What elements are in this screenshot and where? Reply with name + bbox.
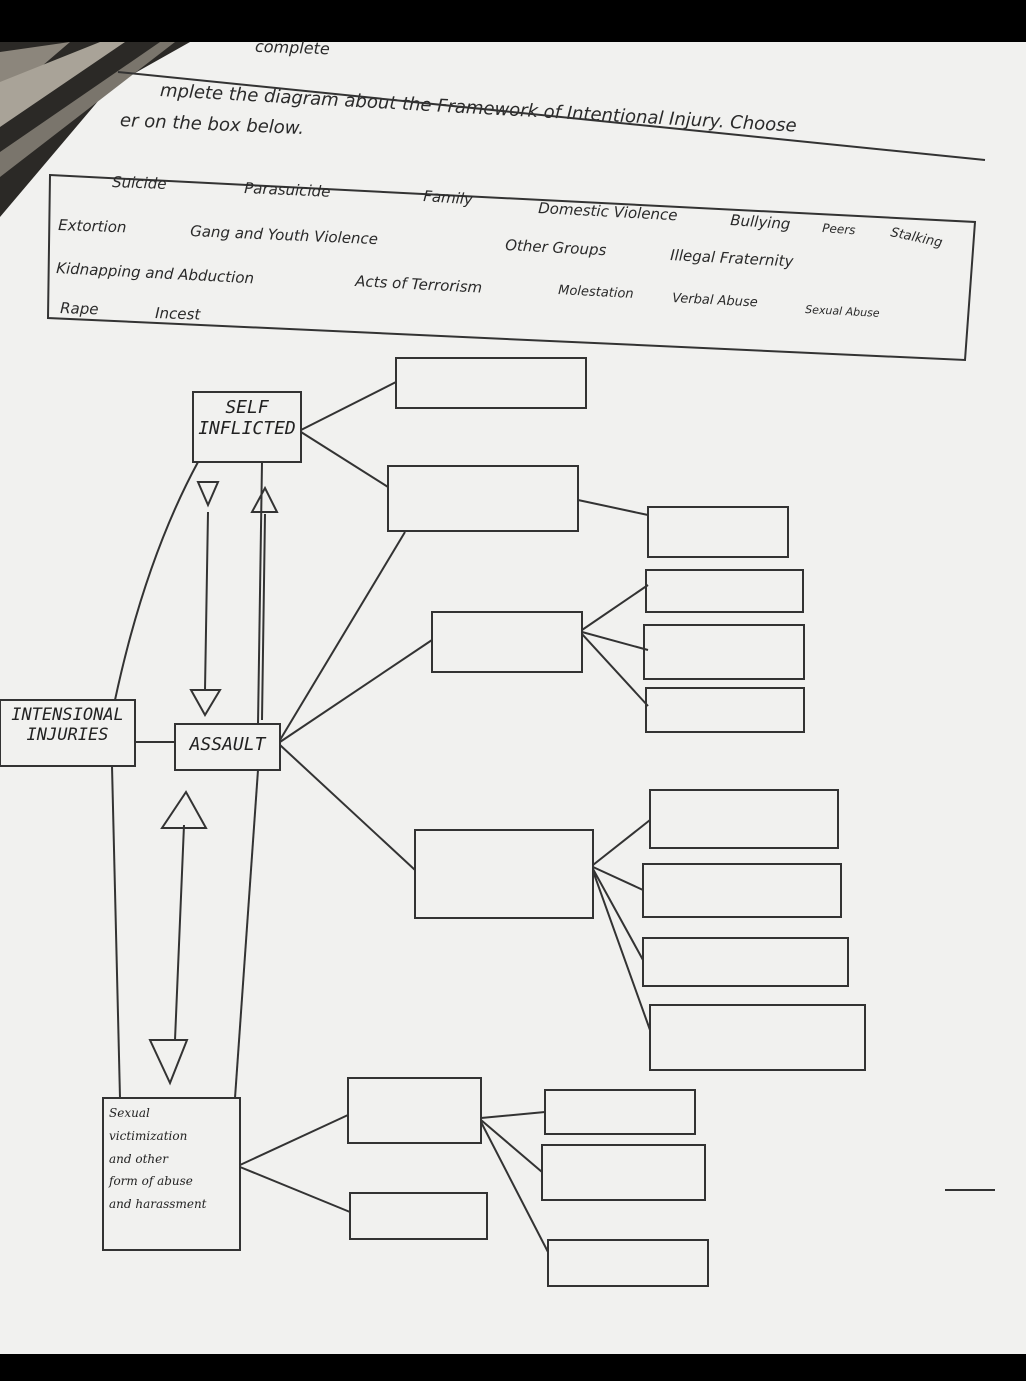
choice-rape: Rape bbox=[60, 299, 99, 318]
choice-peers: Peers bbox=[822, 221, 856, 237]
blank-self-1 bbox=[395, 357, 587, 409]
choice-stalking: Stalking bbox=[889, 225, 944, 251]
blank-assault-2 bbox=[414, 829, 594, 919]
choice-gang-youth-violence: Gang and Youth Violence bbox=[190, 222, 379, 248]
edge-root-self bbox=[114, 461, 199, 701]
edge-a2-leaves bbox=[592, 819, 651, 1031]
node-root-line2: INJURIES bbox=[26, 724, 109, 745]
choice-extortion: Extortion bbox=[58, 216, 127, 236]
arrow-up-assault bbox=[250, 485, 279, 721]
blank-a2-leaf-3 bbox=[642, 937, 849, 987]
choice-bullying: Bullying bbox=[730, 211, 791, 233]
edge-assault-b bbox=[279, 639, 433, 743]
choice-molestation: Molestation bbox=[558, 283, 634, 302]
node-sexual-victimization: Sexual victimization and other form of a… bbox=[103, 1102, 246, 1216]
node-sexual-line5: and harassment bbox=[109, 1197, 207, 1212]
instruction-box-border bbox=[46, 71, 986, 362]
blank-a2-leaf-2 bbox=[642, 863, 842, 918]
choice-kidnapping-abduction: Kidnapping and Abduction bbox=[56, 259, 255, 287]
blank-a1-leaf-1 bbox=[645, 569, 804, 613]
node-self-line1: SELF bbox=[225, 397, 269, 418]
edge-s1-leaves bbox=[480, 1111, 549, 1253]
edge-self2-leaf bbox=[577, 499, 649, 516]
edge-assault-a bbox=[279, 531, 406, 741]
choice-suicide: Suicide bbox=[112, 173, 167, 193]
blank-s1-leaf-1 bbox=[544, 1089, 696, 1135]
edge-root-sexual bbox=[111, 765, 121, 1099]
edge-sexual-a bbox=[239, 1114, 349, 1166]
arrow-assault-sexual bbox=[148, 790, 208, 1086]
blank-a1-leaf-3 bbox=[645, 687, 805, 733]
edge-a1-leaves bbox=[581, 584, 649, 707]
choice-domestic-violence: Domestic Violence bbox=[538, 199, 678, 224]
blank-a1-leaf-2 bbox=[643, 624, 805, 680]
worksheet-paper bbox=[0, 42, 1026, 1354]
blank-a2-leaf-1 bbox=[649, 789, 839, 849]
node-sexual-line3: and other bbox=[109, 1151, 168, 1166]
choice-verbal-abuse: Verbal Abuse bbox=[672, 291, 758, 310]
edge-assault-sexual bbox=[234, 769, 259, 1099]
choice-illegal-fraternity: Illegal Fraternity bbox=[670, 246, 795, 270]
node-self-inflicted: SELF INFLICTED bbox=[193, 397, 301, 439]
node-sexual-line4: form of abuse bbox=[109, 1174, 193, 1189]
choice-acts-of-terrorism: Acts of Terrorism bbox=[354, 272, 483, 297]
choice-sexual-abuse: Sexual Abuse bbox=[805, 303, 880, 320]
node-sexual-line2: victimization bbox=[109, 1128, 188, 1143]
node-assault-label: ASSAULT bbox=[189, 734, 266, 755]
blank-self-leaf bbox=[647, 506, 789, 558]
edge-self-mid bbox=[300, 431, 389, 488]
edge-assault-self bbox=[257, 461, 263, 725]
choice-parasuicide: Parasuicide bbox=[244, 179, 331, 201]
fabric-shadow bbox=[0, 42, 190, 217]
blank-sexual-2 bbox=[349, 1192, 488, 1240]
blank-s1-leaf-3 bbox=[547, 1239, 709, 1287]
node-box-assault bbox=[174, 723, 281, 771]
blank-a2-leaf-4 bbox=[649, 1004, 866, 1071]
node-sexual-line1: Sexual bbox=[109, 1106, 150, 1120]
node-self-line2: INFLICTED bbox=[198, 417, 296, 439]
node-box-root bbox=[0, 699, 136, 767]
choice-family: Family bbox=[423, 187, 475, 208]
blank-assault-1 bbox=[431, 611, 583, 673]
arrow-self-assault bbox=[189, 481, 222, 717]
edge-assault-c bbox=[279, 744, 416, 871]
edge-sexual-b bbox=[239, 1166, 351, 1213]
node-box-self bbox=[192, 391, 302, 463]
blank-s1-leaf-2 bbox=[541, 1144, 706, 1201]
blank-sexual-1 bbox=[347, 1077, 482, 1144]
node-assault: ASSAULT bbox=[175, 734, 280, 756]
node-box-sexual bbox=[102, 1097, 241, 1251]
edge-self-top bbox=[300, 381, 397, 431]
choice-incest: Incest bbox=[155, 304, 202, 324]
node-root: INTENSIONAL INJURIES bbox=[0, 705, 135, 745]
node-root-line1: INTENSIONAL bbox=[11, 705, 124, 725]
choice-other-groups: Other Groups bbox=[505, 236, 607, 259]
blank-self-2 bbox=[387, 465, 579, 532]
